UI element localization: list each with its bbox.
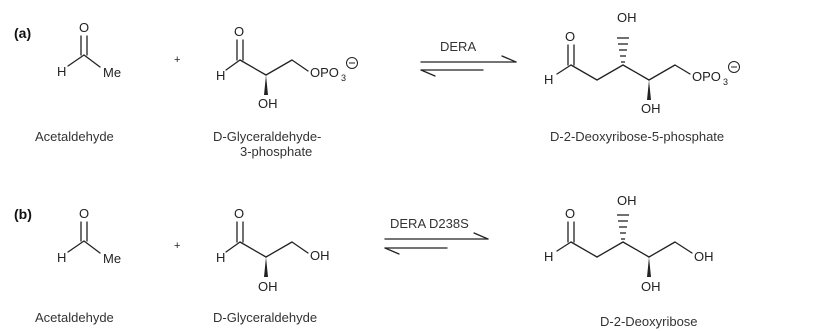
hydrogen-atom: H <box>216 250 225 265</box>
panel-a-glyceraldehyde-label-line2: 3-phosphate <box>240 144 312 159</box>
panel-a-equilibrium-arrow <box>420 55 517 77</box>
panel-b: (b) O H Me Acetaldehyde + O H OH OH <box>14 193 714 329</box>
panel-b-deoxyribose-label: D-2-Deoxyribose <box>600 314 698 329</box>
hydroxyl-group-bottom: OH <box>258 279 278 294</box>
panel-b-acetaldehyde-label: Acetaldehyde <box>35 310 114 325</box>
methyl-group: Me <box>103 251 121 266</box>
panel-b-tag: (b) <box>14 206 32 222</box>
panel-a-glyceraldehyde-3-phosphate-structure: O H OH OPO 3 <box>216 24 358 111</box>
hydrogen-atom: H <box>57 64 66 79</box>
hydroxyl-group-top: OH <box>617 193 637 208</box>
panel-b-glyceraldehyde-label: D-Glyceraldehyde <box>213 310 317 325</box>
hydroxyl-group-top: OH <box>617 10 637 25</box>
hashed-bond <box>617 214 629 240</box>
panel-b-plus-sign: + <box>174 240 180 252</box>
panel-a-plus-sign: + <box>174 54 180 66</box>
phosphate-group: OPO <box>692 69 721 84</box>
hydrogen-atom: H <box>216 68 225 83</box>
wedge-bond <box>264 75 268 95</box>
negative-charge-icon <box>346 57 358 69</box>
panel-b-deoxyribose-structure: O H OH OH OH <box>544 193 714 294</box>
panel-b-equilibrium-arrow <box>384 232 489 255</box>
oxygen-atom: O <box>565 29 575 44</box>
hydrogen-atom: H <box>57 250 66 265</box>
panel-a: (a) O H Me Acetaldehyde + O H OH OPO 3 <box>14 10 740 159</box>
panel-a-acetaldehyde-structure: O H Me <box>57 20 121 80</box>
panel-b-enzyme-label: DERA D238S <box>390 216 469 231</box>
wedge-bond <box>264 257 268 277</box>
hydroxyl-group: OH <box>258 96 278 111</box>
panel-b-acetaldehyde-structure: O H Me <box>57 206 121 266</box>
panel-a-acetaldehyde-label: Acetaldehyde <box>35 129 114 144</box>
phosphate-subscript: 3 <box>341 73 346 83</box>
hydrogen-atom: H <box>544 72 553 87</box>
hydroxyl-group-end: OH <box>310 248 330 263</box>
panel-b-glyceraldehyde-structure: O H OH OH <box>216 206 330 294</box>
negative-charge-icon <box>728 61 740 73</box>
oxygen-atom: O <box>79 20 89 35</box>
panel-a-deoxyribose-5-phosphate-structure: O H OH OH OPO 3 <box>544 10 740 116</box>
wedge-bond <box>647 257 651 277</box>
oxygen-atom: O <box>79 206 89 221</box>
panel-a-glyceraldehyde-label-line1: D-Glyceraldehyde- <box>213 129 321 144</box>
hydroxyl-group-end: OH <box>694 249 714 264</box>
hydrogen-atom: H <box>544 249 553 264</box>
panel-a-deoxyribose-5-phosphate-label: D-2-Deoxyribose-5-phosphate <box>550 129 724 144</box>
oxygen-atom: O <box>565 206 575 221</box>
hydroxyl-group-bottom: OH <box>641 279 661 294</box>
oxygen-atom: O <box>234 24 244 39</box>
wedge-bond <box>647 80 651 100</box>
panel-a-tag: (a) <box>14 25 31 41</box>
oxygen-atom: O <box>234 206 244 221</box>
panel-a-enzyme-label: DERA <box>440 39 476 54</box>
phosphate-subscript: 3 <box>723 77 728 87</box>
hydroxyl-group-bottom: OH <box>641 101 661 116</box>
methyl-group: Me <box>103 65 121 80</box>
phosphate-group: OPO <box>310 65 339 80</box>
hashed-bond <box>617 37 629 63</box>
